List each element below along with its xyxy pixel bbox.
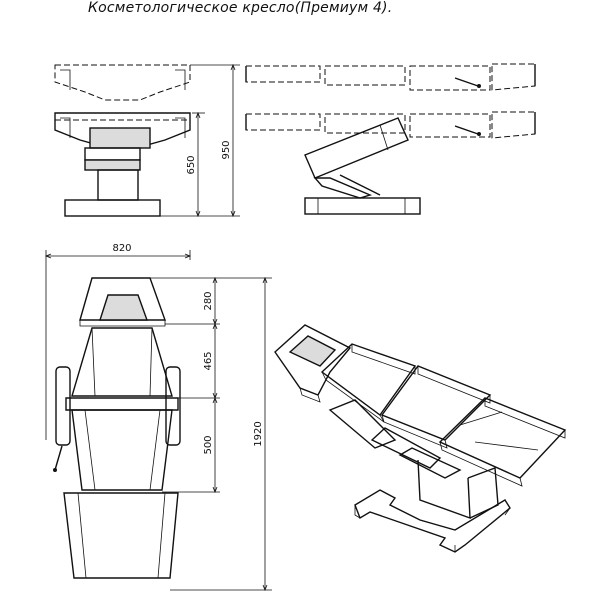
top-view-dimensions: 820 280 465 500 1920 [44,243,272,592]
side-view [245,63,536,215]
dim-1920: 1920 [253,421,264,446]
dim-280: 280 [203,291,214,310]
dim-500: 500 [203,435,214,454]
dim-465: 465 [203,351,214,370]
drawing-title: Косметологическое кресло(Премиум 4). [88,0,393,16]
dim-950: 950 [221,140,232,159]
height-dimensions: 950 650 [160,63,240,218]
top-view [53,277,181,579]
front-view [54,64,191,217]
dim-820: 820 [112,243,131,254]
dim-650: 650 [186,155,197,174]
isometric-view [274,324,567,553]
